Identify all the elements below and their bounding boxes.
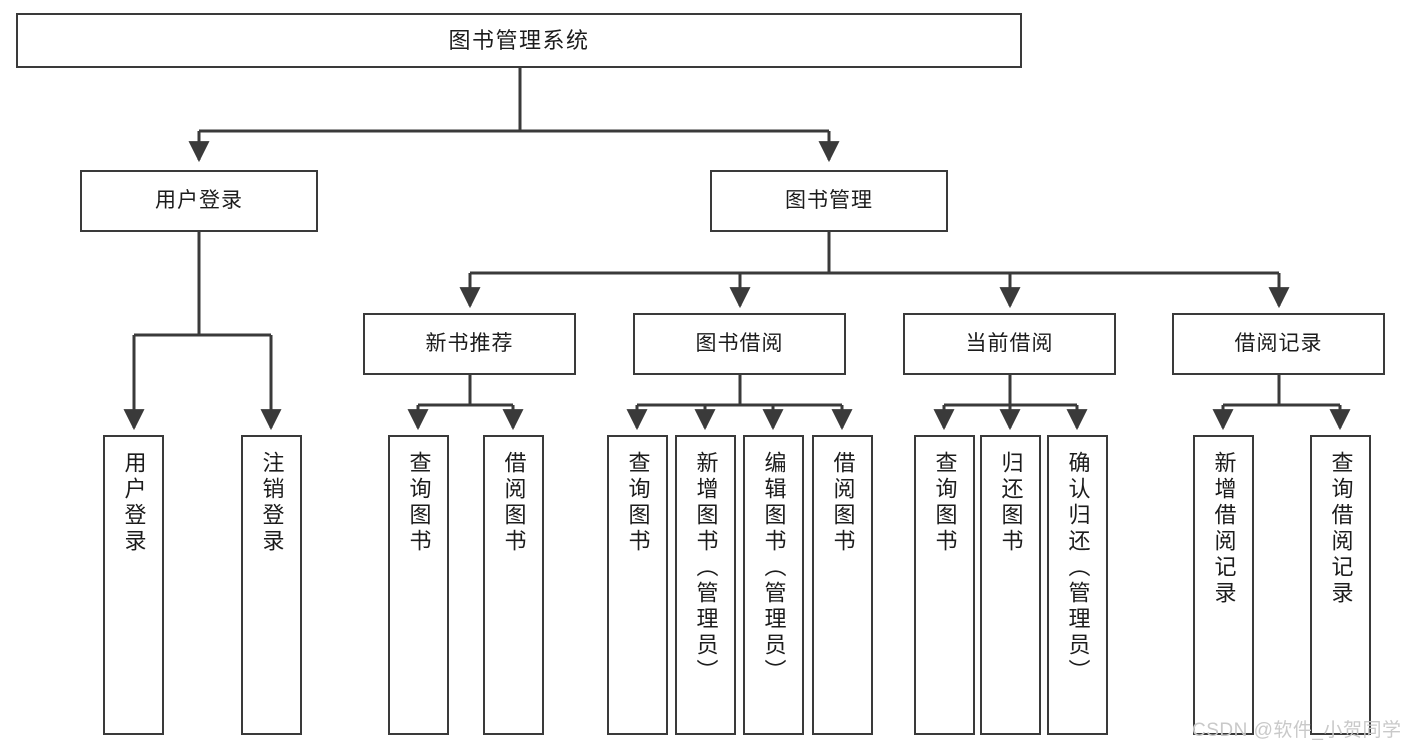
node-user-login[interactable]: 用户登录 bbox=[80, 170, 318, 232]
leaf-current-borrow-search-label: 查询图书 bbox=[932, 451, 958, 555]
leaf-borrow-record-search[interactable]: 查询借阅记录 bbox=[1310, 435, 1371, 735]
leaf-book-borrow-edit-label: 编辑图书（管理员） bbox=[761, 451, 787, 685]
node-book-borrow[interactable]: 图书借阅 bbox=[633, 313, 846, 375]
leaf-new-book-search-label: 查询图书 bbox=[406, 451, 432, 555]
leaf-book-borrow-search-label: 查询图书 bbox=[625, 451, 651, 555]
watermark: CSDN @软件_小贺同学 bbox=[1192, 720, 1402, 741]
node-root[interactable]: 图书管理系统 bbox=[16, 13, 1022, 68]
leaf-user-login-logout-label: 注销登录 bbox=[259, 451, 285, 555]
node-user-login-label: 用户登录 bbox=[155, 188, 243, 212]
node-new-book-recommend-label: 新书推荐 bbox=[425, 331, 514, 355]
node-new-book-recommend[interactable]: 新书推荐 bbox=[363, 313, 576, 375]
leaf-current-borrow-return[interactable]: 归还图书 bbox=[980, 435, 1041, 735]
leaf-new-book-search[interactable]: 查询图书 bbox=[388, 435, 449, 735]
leaf-current-borrow-confirm-label: 确认归还（管理员） bbox=[1065, 451, 1091, 685]
leaf-book-borrow-search[interactable]: 查询图书 bbox=[607, 435, 668, 735]
node-current-borrow-label: 当前借阅 bbox=[965, 331, 1054, 355]
leaf-book-borrow-borrow-label: 借阅图书 bbox=[830, 451, 856, 555]
node-book-manage[interactable]: 图书管理 bbox=[710, 170, 948, 232]
leaf-current-borrow-return-label: 归还图书 bbox=[998, 451, 1024, 555]
leaf-new-book-borrow[interactable]: 借阅图书 bbox=[483, 435, 544, 735]
leaf-book-borrow-edit[interactable]: 编辑图书（管理员） bbox=[743, 435, 804, 735]
node-current-borrow[interactable]: 当前借阅 bbox=[903, 313, 1116, 375]
leaf-borrow-record-add-label: 新增借阅记录 bbox=[1211, 451, 1237, 607]
leaf-user-login-login-label: 用户登录 bbox=[121, 451, 147, 555]
leaf-current-borrow-search[interactable]: 查询图书 bbox=[914, 435, 975, 735]
leaf-book-borrow-borrow[interactable]: 借阅图书 bbox=[812, 435, 873, 735]
leaf-user-login-login[interactable]: 用户登录 bbox=[103, 435, 164, 735]
leaf-borrow-record-add[interactable]: 新增借阅记录 bbox=[1193, 435, 1254, 735]
node-book-borrow-label: 图书借阅 bbox=[695, 331, 784, 355]
leaf-current-borrow-confirm[interactable]: 确认归还（管理员） bbox=[1047, 435, 1108, 735]
node-book-manage-label: 图书管理 bbox=[785, 188, 873, 212]
leaf-book-borrow-add[interactable]: 新增图书（管理员） bbox=[675, 435, 736, 735]
node-borrow-record[interactable]: 借阅记录 bbox=[1172, 313, 1385, 375]
leaf-borrow-record-search-label: 查询借阅记录 bbox=[1328, 451, 1354, 607]
leaf-new-book-borrow-label: 借阅图书 bbox=[501, 451, 527, 555]
leaf-user-login-logout[interactable]: 注销登录 bbox=[241, 435, 302, 735]
leaf-book-borrow-add-label: 新增图书（管理员） bbox=[693, 451, 719, 685]
node-borrow-record-label: 借阅记录 bbox=[1234, 331, 1323, 355]
node-root-label: 图书管理系统 bbox=[448, 27, 590, 53]
